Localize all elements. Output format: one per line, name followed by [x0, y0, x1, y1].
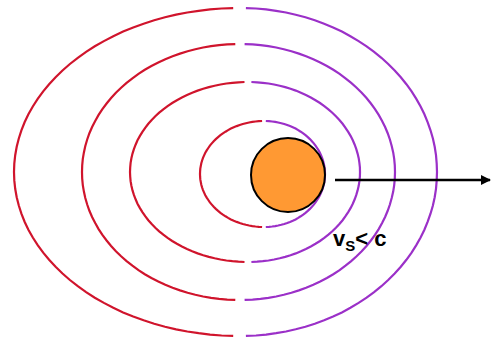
- velocity-label: vS< c: [333, 226, 386, 252]
- wavefront-arc: [251, 82, 360, 262]
- wavefront-arc: [14, 8, 233, 336]
- velocity-text: v: [333, 226, 345, 251]
- velocity-arrow: [335, 179, 490, 182]
- sound-source: [251, 138, 325, 212]
- subscript: S: [345, 237, 355, 254]
- wavefront-arc: [246, 8, 437, 336]
- wavefronts: [14, 8, 437, 336]
- wavefront-arc: [245, 44, 395, 300]
- wavefront-arc: [82, 44, 235, 300]
- velocity-text: < c: [355, 226, 386, 251]
- wavefront-arc: [130, 82, 245, 262]
